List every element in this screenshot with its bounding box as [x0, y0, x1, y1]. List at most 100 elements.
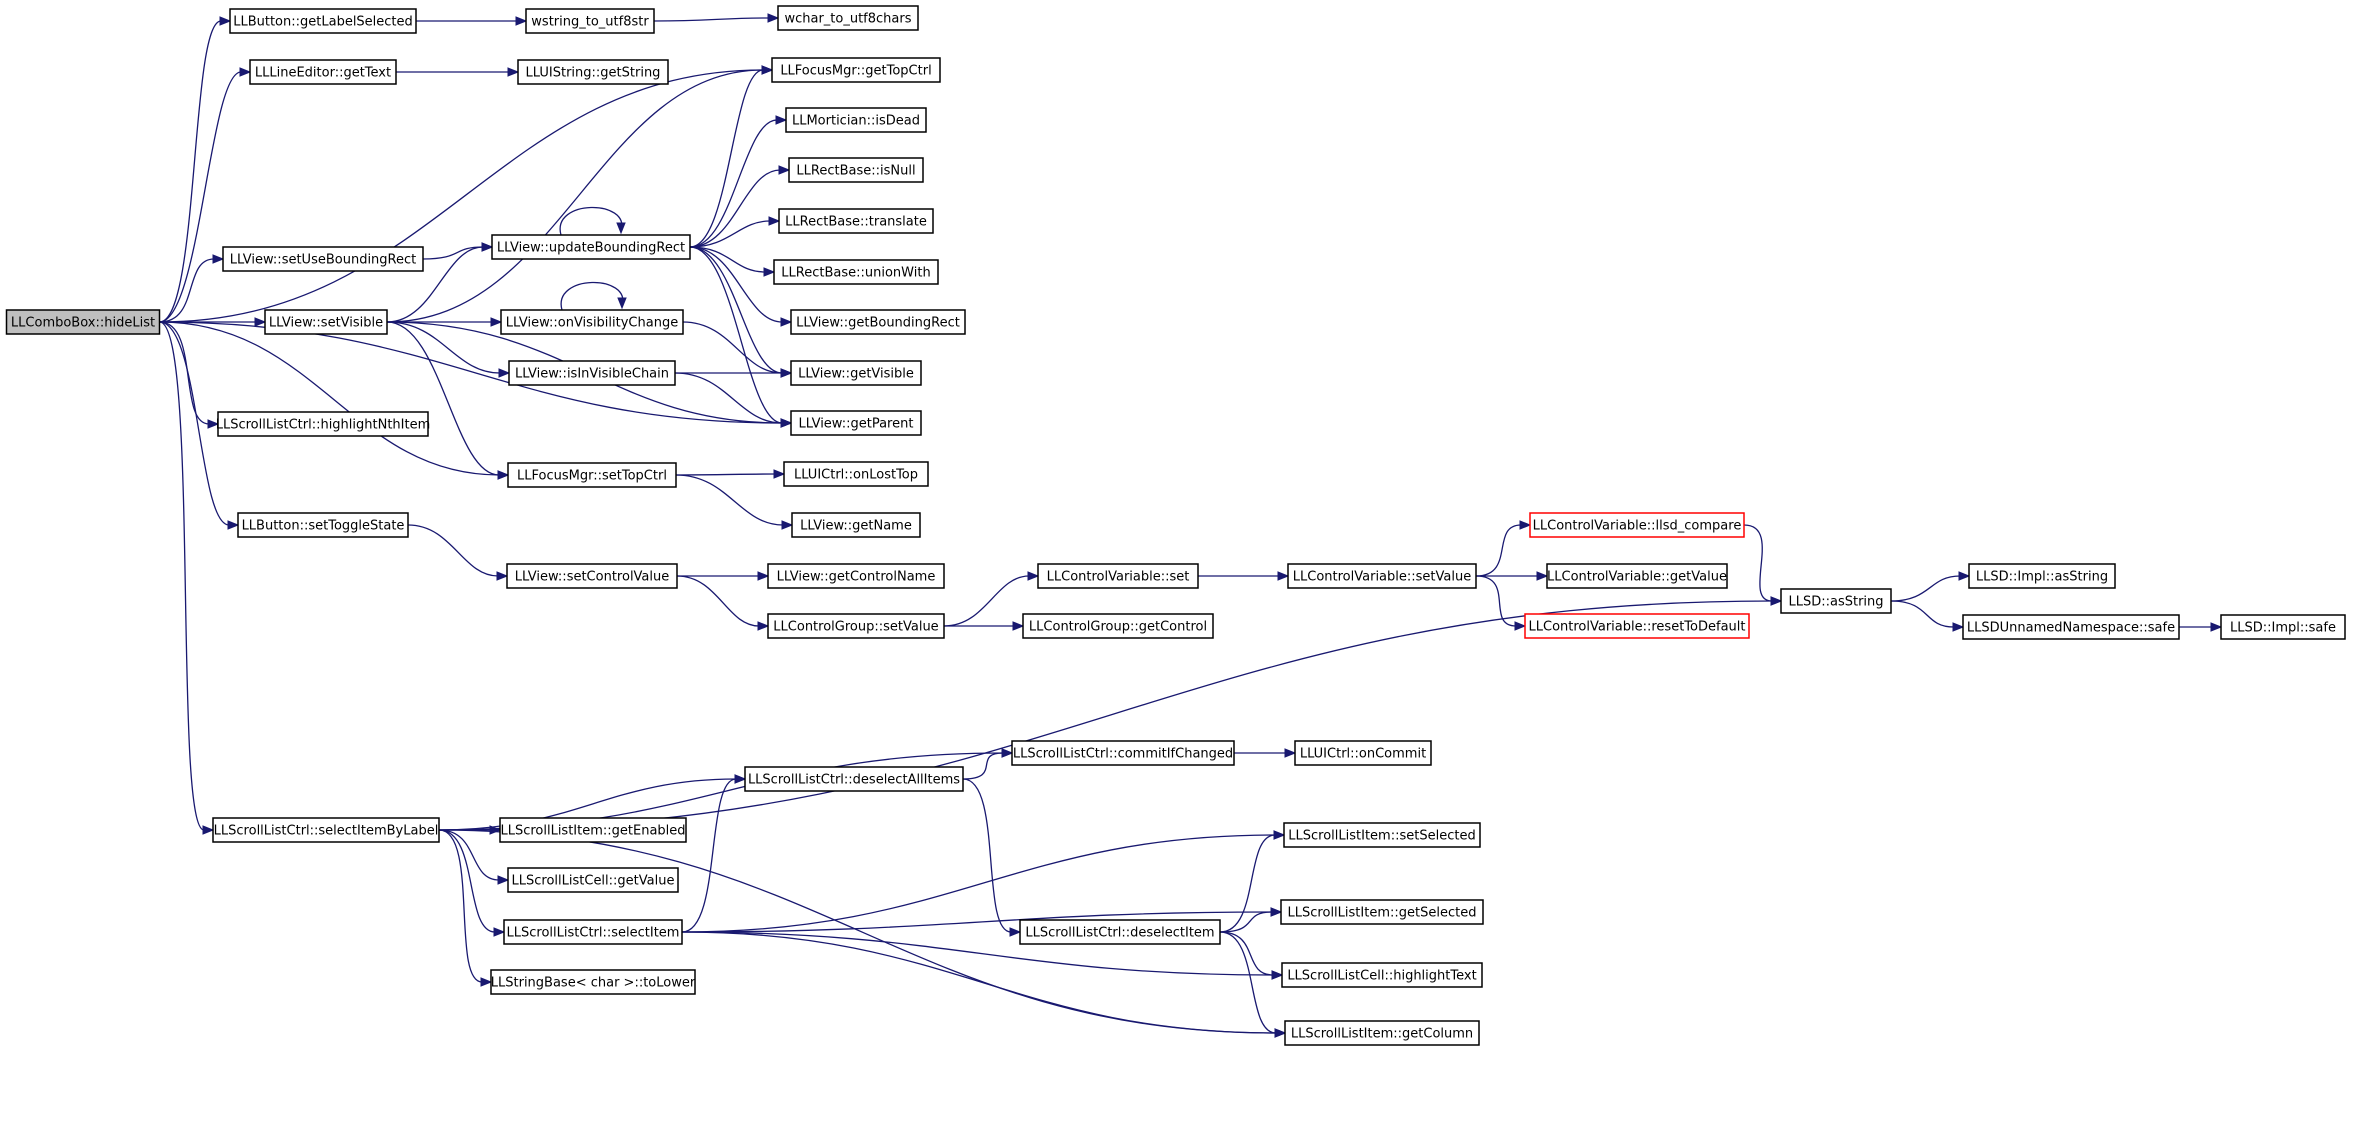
edge-llsdcompare-to-asstring	[1743, 524, 1783, 606]
node-llview-onvisibilitychange[interactable]: LLView::onVisibilityChange	[500, 309, 684, 335]
node-box	[767, 563, 945, 589]
edge-setvisible-to-settopctrl	[386, 321, 510, 480]
node-box	[744, 766, 964, 792]
node-llcontrolvariable-getvalue[interactable]: LLControlVariable::getValue	[1546, 563, 1728, 589]
node-box	[491, 234, 691, 260]
node-llscrolllistctrl-selectitem[interactable]: LLScrollListCtrl::selectItem	[503, 919, 683, 945]
node-box	[490, 969, 696, 995]
node-llsd-asstring[interactable]: LLSD::asString	[1780, 588, 1892, 614]
node-llcontrolgroup-getcontrol[interactable]: LLControlGroup::getControl	[1022, 613, 1214, 639]
node-llcontrolgroup-setvalue[interactable]: LLControlGroup::setValue	[767, 613, 945, 639]
edge-arrowhead	[207, 419, 220, 429]
edge-line	[943, 575, 1030, 627]
edge-commitifchanged-to-oncommit	[1234, 748, 1297, 758]
node-llscrolllistcell-highlighttext[interactable]: LLScrollListCell::highlightText	[1281, 962, 1483, 988]
node-llbutton-getlabelselected[interactable]: LLButton::getLabelSelected	[229, 8, 417, 34]
edge-line	[689, 246, 783, 424]
edge-line	[674, 372, 783, 424]
node-llview-getboundingrect[interactable]: LLView::getBoundingRect	[790, 309, 966, 335]
node-llscrolllistcell-getvalue[interactable]: LLScrollListCell::getValue	[507, 867, 679, 893]
node-llscrolllistitem-getselected[interactable]: LLScrollListItem::getSelected	[1280, 899, 1484, 925]
edge-arrowhead	[481, 242, 494, 252]
node-llscrolllistitem-getcolumn[interactable]: LLScrollListItem::getColumn	[1284, 1020, 1480, 1046]
node-lluictrl-onlosttop[interactable]: LLUICtrl::onLostTop	[783, 461, 929, 487]
node-box	[503, 919, 683, 945]
edge-arrowhead	[734, 774, 747, 784]
edge-line	[422, 246, 484, 260]
node-wchar-to-utf8chars[interactable]: wchar_to_utf8chars	[777, 5, 919, 31]
node-llsd-impl-asstring[interactable]: LLSD::Impl::asString	[1968, 563, 2116, 589]
node-llview-getvisible[interactable]: LLView::getVisible	[790, 360, 922, 386]
edge-arrowhead	[227, 520, 240, 530]
node-label: LLView::setControlValue	[515, 570, 670, 585]
edge-line	[386, 69, 764, 323]
node-box	[1780, 588, 1892, 614]
node-lluictrl-oncommit[interactable]: LLUICtrl::onCommit	[1294, 740, 1432, 766]
node-llrectbase-isnull[interactable]: LLRectBase::isNull	[788, 157, 924, 183]
node-llsd-impl-safe[interactable]: LLSD::Impl::safe	[2220, 614, 2346, 640]
node-llcontrolvariable-llsd-compare[interactable]: LLControlVariable::llsd_compare	[1529, 512, 1745, 538]
node-llcontrolvariable-set[interactable]: LLControlVariable::set	[1037, 563, 1199, 589]
node-box	[1011, 740, 1235, 766]
edge-line	[962, 752, 1004, 780]
edge-updateboundingrect-to-updateboundingrect	[559, 206, 626, 236]
node-llview-updateboundingrect[interactable]: LLView::updateBoundingRect	[491, 234, 691, 260]
node-lllineeditor-gettext[interactable]: LLLineEditor::getText	[249, 59, 397, 85]
edge-arrowhead	[254, 317, 267, 327]
node-label: LLScrollListCtrl::selectItemByLabel	[214, 824, 439, 839]
node-llcombobox-hidelist[interactable]: LLComboBox::hideList	[5, 309, 161, 335]
node-lluistring-getstring[interactable]: LLUIString::getString	[517, 59, 669, 85]
edge-arrowhead	[219, 16, 232, 26]
node-llscrolllistctrl-deselectitem[interactable]: LLScrollListCtrl::deselectItem	[1019, 919, 1221, 945]
edge-arrowhead	[1770, 596, 1783, 606]
node-label: LLSD::asString	[1788, 595, 1883, 610]
node-llview-getparent[interactable]: LLView::getParent	[790, 410, 922, 436]
node-llfocusmgr-settopctrl[interactable]: LLFocusMgr::setTopCtrl	[507, 462, 677, 488]
node-llsdunnamednamespace-safe[interactable]: LLSDUnnamedNamespace::safe	[1962, 614, 2180, 640]
node-llview-setcontrolvalue[interactable]: LLView::setControlValue	[506, 563, 678, 589]
node-label: LLControlVariable::getValue	[1547, 570, 1727, 585]
edge-arrowhead	[773, 469, 786, 479]
node-llscrolllistitem-setselected[interactable]: LLScrollListItem::setSelected	[1283, 822, 1481, 848]
edge-selectitem-to-deselectallitems	[681, 774, 747, 933]
edge-arrowhead	[1009, 927, 1022, 937]
edge-line	[159, 258, 215, 323]
node-llview-getname[interactable]: LLView::getName	[791, 512, 921, 538]
edge-line	[1219, 834, 1276, 933]
edge-line	[653, 17, 770, 22]
edge-deselectitem-to-highlighttext	[1219, 931, 1284, 980]
node-llscrolllistctrl-selectitembylabel[interactable]: LLScrollListCtrl::selectItemByLabel	[212, 817, 440, 843]
node-llstringbase-char-tolower[interactable]: LLStringBase< char >::toLower	[490, 969, 696, 995]
node-label: LLView::getBoundingRect	[796, 316, 960, 331]
edge-arrowhead	[780, 317, 793, 327]
edge-setvisible-to-gettopctrl	[386, 65, 774, 323]
node-llscrolllistctrl-commitifchanged[interactable]: LLScrollListCtrl::commitIfChanged	[1011, 740, 1235, 766]
edge-updateboundingrect-to-translate	[689, 216, 781, 248]
node-llrectbase-translate[interactable]: LLRectBase::translate	[778, 208, 934, 234]
node-box	[517, 59, 669, 85]
node-llview-setuseboundingrect[interactable]: LLView::setUseBoundingRect	[222, 246, 424, 272]
node-label: LLView::updateBoundingRect	[497, 241, 685, 256]
node-llview-isinvisiblechain[interactable]: LLView::isInVisibleChain	[508, 360, 676, 386]
node-llscrolllistitem-getenabled[interactable]: LLScrollListItem::getEnabled	[499, 817, 687, 843]
edge-updateboundingrect-to-unionwith	[689, 246, 776, 277]
node-label: LLUICtrl::onCommit	[1300, 747, 1426, 762]
node-llscrolllistctrl-deselectallitems[interactable]: LLScrollListCtrl::deselectAllItems	[744, 766, 964, 792]
edge-line	[1743, 524, 1773, 602]
node-llbutton-settogglestate[interactable]: LLButton::setToggleState	[237, 512, 409, 538]
edge-arrowhead	[497, 470, 510, 480]
node-llmortician-isdead[interactable]: LLMortician::isDead	[785, 107, 927, 133]
node-llfocusmgr-gettopctrl[interactable]: LLFocusMgr::getTopCtrl	[771, 57, 941, 83]
node-llscrolllistctrl-highlightnthitem[interactable]: LLScrollListCtrl::highlightNthItem	[216, 411, 431, 437]
edge-setcontrolvalue-to-getcontrolname	[677, 571, 770, 581]
node-llview-setvisible[interactable]: LLView::setVisible	[264, 309, 388, 335]
node-label: LLScrollListCell::highlightText	[1287, 969, 1476, 984]
node-llview-getcontrolname[interactable]: LLView::getControlName	[767, 563, 945, 589]
node-wstring-to-utf8str[interactable]: wstring_to_utf8str	[525, 8, 655, 34]
node-label: LLButton::getLabelSelected	[233, 15, 413, 30]
node-llcontrolvariable-setvalue[interactable]: LLControlVariable::setValue	[1287, 563, 1477, 589]
node-llrectbase-unionwith[interactable]: LLRectBase::unionWith	[773, 259, 939, 285]
edge-deselectallitems-to-deselectitem	[962, 778, 1022, 937]
node-label: LLStringBase< char >::toLower	[491, 976, 696, 991]
node-llcontrolvariable-resettodefault[interactable]: LLControlVariable::resetToDefault	[1524, 613, 1750, 639]
